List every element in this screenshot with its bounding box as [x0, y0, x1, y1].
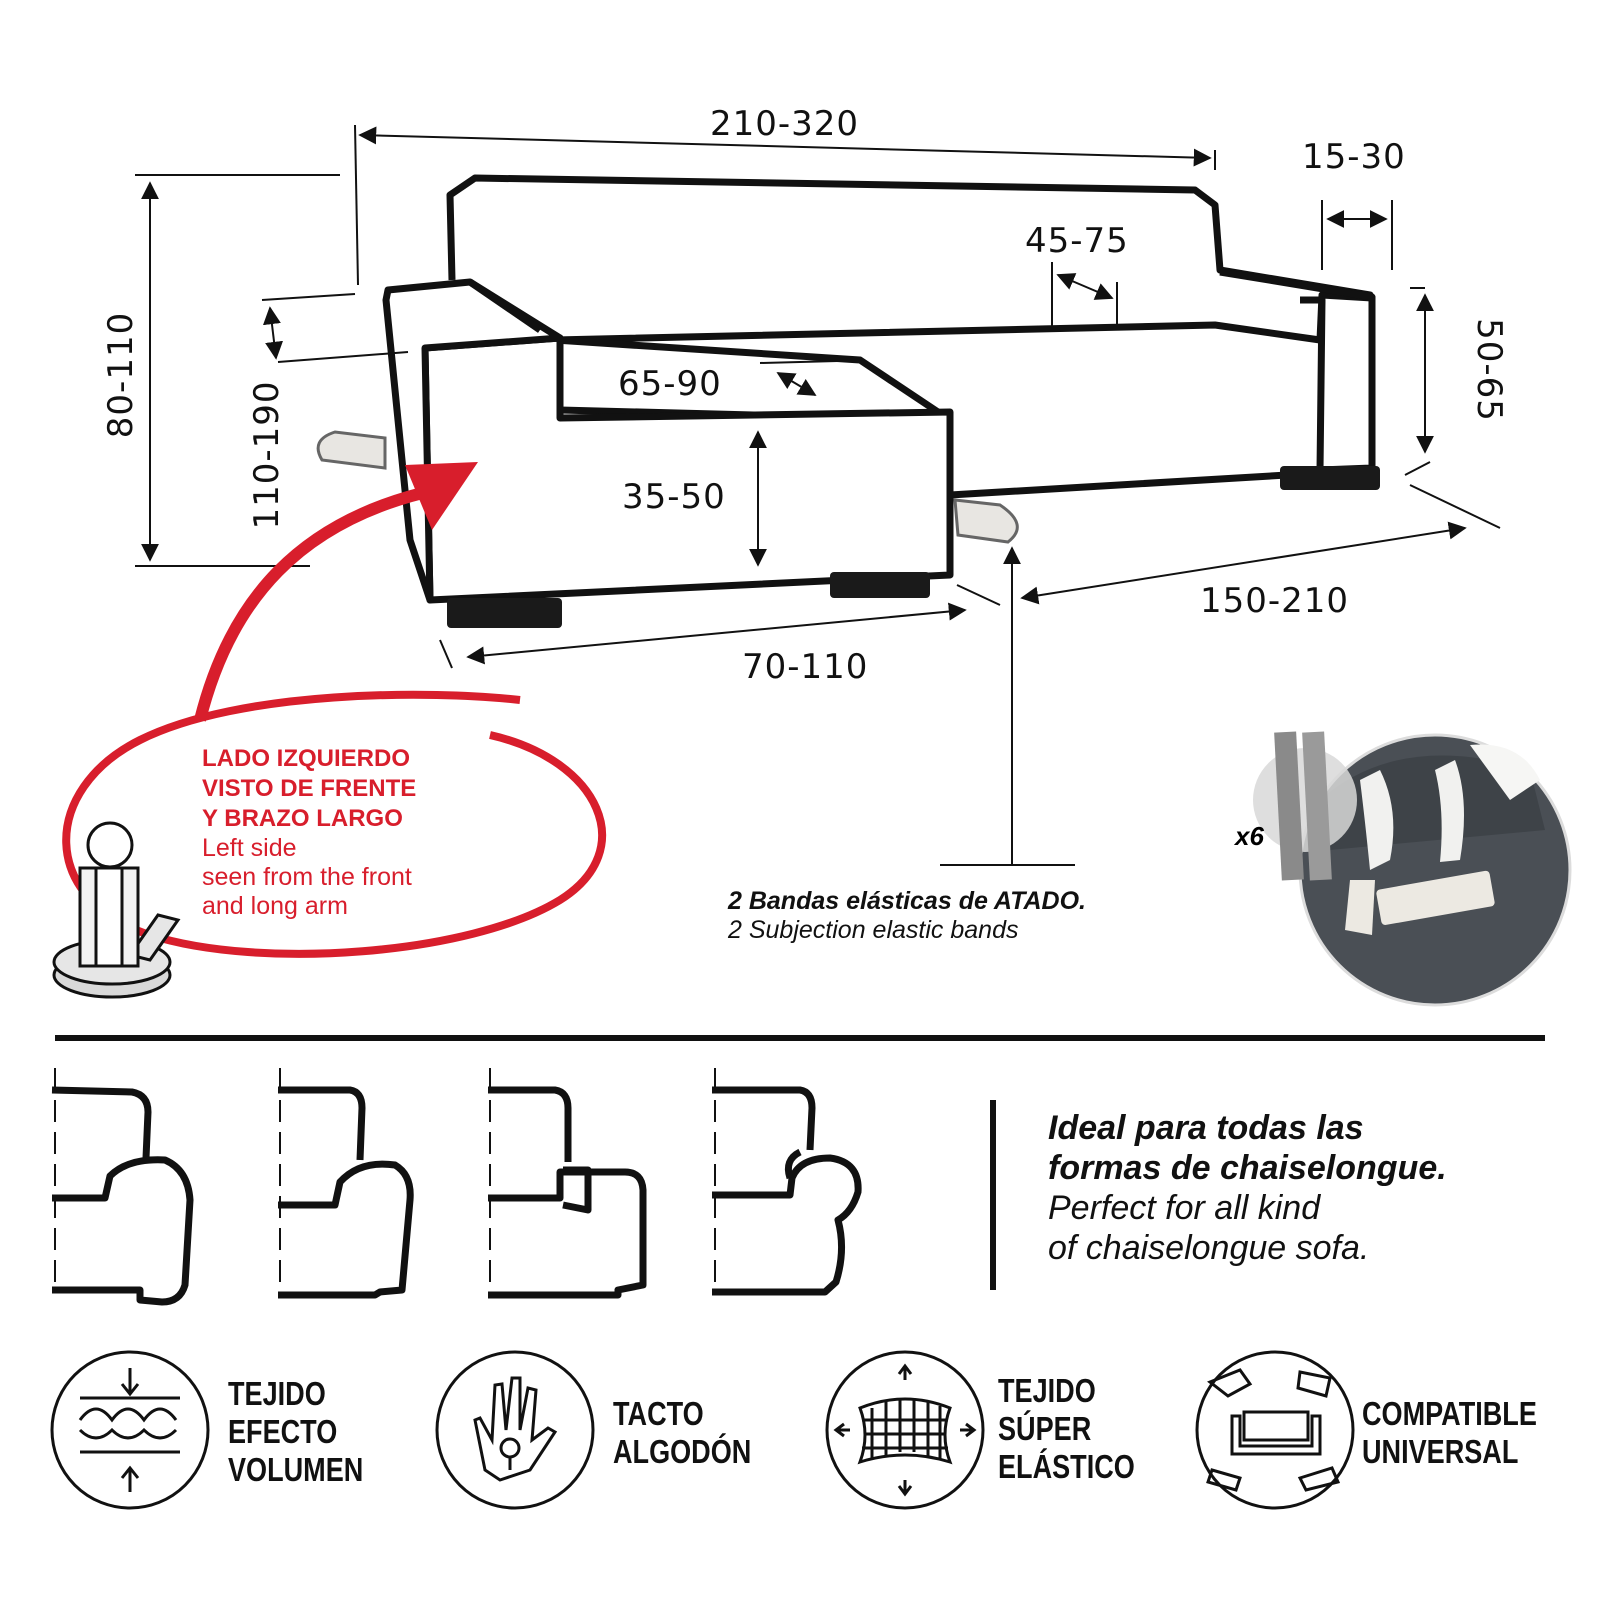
dim-back-depth: 45-75 [1025, 221, 1129, 261]
feature-label: TEJIDO [228, 1375, 326, 1412]
orientation-en-line3: and long arm [202, 892, 348, 920]
dimension-lines [135, 124, 1501, 866]
feature-label: EFECTO [228, 1413, 338, 1450]
feature-cotton-touch: TACTO ALGODÓN [613, 1395, 751, 1471]
cotton-hand-icon [435, 1350, 595, 1510]
orientation-en-line1: Left side [202, 834, 297, 862]
feature-label: TACTO [613, 1395, 704, 1432]
dim-seat-depth: 65-90 [618, 364, 722, 404]
dim-sofa-front: 150-210 [1200, 581, 1349, 621]
arm-profile-2 [278, 1068, 414, 1299]
bands-note-en: 2 Subjection elastic bands [728, 916, 1019, 944]
dim-arm-width: 15-30 [1302, 137, 1406, 177]
elastic-band-loops [316, 430, 1019, 544]
compatibility-note: Ideal para todas las formas de chaiselon… [1048, 1108, 1447, 1268]
arm-profile-3 [488, 1068, 647, 1299]
fabric-volume-icon [50, 1350, 210, 1510]
feature-label: SÚPER [998, 1410, 1092, 1447]
orientation-es-line1: LADO IZQUIERDO [202, 745, 410, 772]
compat-en-line1: Perfect for all kind [1048, 1189, 1321, 1227]
compat-es-line1: Ideal para todas las [1048, 1109, 1364, 1147]
dim-chaise-length: 110-190 [247, 380, 287, 529]
arm-profile-4 [712, 1068, 862, 1296]
universal-sofa-icon [1195, 1350, 1355, 1510]
chaiselongue-shape-profiles [51, 1068, 862, 1306]
orientation-es-line2: VISTO DE FRENTE [202, 775, 417, 802]
orientation-note: LADO IZQUIERDO VISTO DE FRENTE Y BRAZO L… [202, 744, 416, 921]
feature-label: VOLUMEN [228, 1451, 364, 1488]
feature-super-stretch: TEJIDO SÚPER ELÁSTICO [998, 1372, 1135, 1486]
dim-arm-height: 50-65 [1469, 318, 1509, 422]
viewer-figure-icon [52, 821, 181, 999]
bands-note: 2 Bandas elásticas de ATADO. 2 Subjectio… [728, 887, 1086, 945]
sofa-outline [382, 174, 1376, 604]
feature-universal: COMPATIBLE UNIVERSAL [1362, 1395, 1537, 1471]
feature-fabric-volume: TEJIDO EFECTO VOLUMEN [228, 1375, 363, 1489]
stretch-fabric-icon [825, 1350, 985, 1510]
foam-count-label: x6 [1233, 821, 1264, 851]
foam-sticks-photo [1253, 731, 1572, 1007]
orientation-en-line2: seen from the front [202, 863, 412, 891]
dim-width-total: 210-320 [710, 104, 859, 144]
feature-label: UNIVERSAL [1362, 1433, 1519, 1470]
feature-label: TEJIDO [998, 1372, 1096, 1409]
dim-chaise-width: 70-110 [742, 647, 868, 687]
feature-label: ELÁSTICO [998, 1448, 1135, 1485]
compat-en-line2: of chaiselongue sofa. [1048, 1229, 1370, 1267]
feature-label: ALGODÓN [613, 1433, 752, 1470]
feature-label: COMPATIBLE [1362, 1395, 1537, 1432]
arm-profile-1 [51, 1068, 194, 1306]
dim-height-total: 80-110 [101, 312, 141, 438]
dim-seat-height: 35-50 [622, 477, 726, 517]
compat-es-line2: formas de chaiselongue. [1048, 1149, 1447, 1187]
orientation-es-line3: Y BRAZO LARGO [202, 805, 403, 832]
bands-note-es: 2 Bandas elásticas de ATADO. [728, 887, 1086, 915]
